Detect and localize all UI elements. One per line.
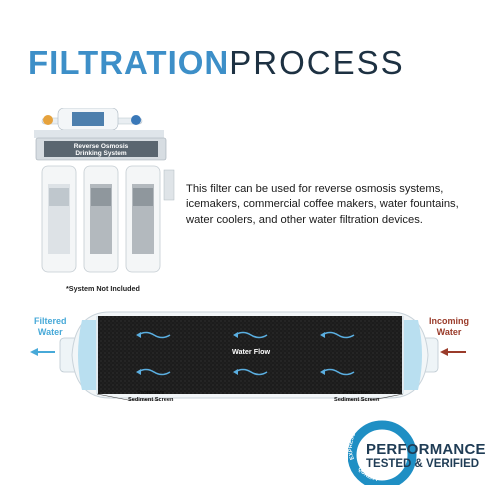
page-title: FILTRATIONPROCESS xyxy=(28,46,405,79)
filter-housing-3 xyxy=(125,165,161,273)
ro-system-image: Reverse Osmosis Drinking System xyxy=(34,108,175,273)
system-footnote: *System Not Included xyxy=(66,284,140,293)
filter-housing-1 xyxy=(41,165,77,273)
sediment-screen-label-left: Protective Sediment Screen xyxy=(128,390,173,404)
screen-left-line2: Sediment Screen xyxy=(128,397,174,403)
filter-cross-section xyxy=(30,311,466,401)
title-bold: FILTRATION xyxy=(28,44,230,81)
badge-ring xyxy=(348,420,417,485)
inlet-chamber xyxy=(402,320,422,390)
screen-leader-right xyxy=(340,393,404,401)
outlet-label-line1: Filtered xyxy=(34,316,67,326)
inlet-label-line2: Water xyxy=(436,327,462,337)
outlet-chamber xyxy=(78,320,98,390)
flow-arrows xyxy=(137,331,355,376)
outlet-label-line2: Water xyxy=(37,327,63,337)
title-light: PROCESS xyxy=(229,44,405,81)
performance-badge: EXPRESS WATER QUALITY xyxy=(348,416,417,485)
screen-right-line1: Protective xyxy=(343,390,371,396)
inlet-label-line1: Incoming xyxy=(429,316,469,326)
outlet-arrowhead xyxy=(30,348,38,356)
sediment-screen-label-right: Protective Sediment Screen xyxy=(334,390,379,404)
screen-left-line1: Protective xyxy=(137,390,165,396)
badge-subtitle: TESTED & VERIFIED xyxy=(366,458,480,470)
system-label-line1: Reverse Osmosis xyxy=(74,143,129,150)
badge-title: PERFORMANCE xyxy=(366,441,486,458)
system-label-line2: Drinking System xyxy=(75,150,127,157)
outlet-label: Filtered Water xyxy=(34,316,67,338)
screen-right-line2: Sediment Screen xyxy=(334,397,380,403)
screen-leader-left xyxy=(96,393,160,401)
inlet-arrowhead xyxy=(440,348,448,356)
product-description: This filter can be used for reverse osmo… xyxy=(186,183,459,226)
filter-housing-2 xyxy=(83,165,119,273)
carbon-block xyxy=(96,316,404,394)
flow-arrowheads xyxy=(136,332,325,375)
water-flow-label: Water Flow xyxy=(232,347,271,356)
inlet-label: Incoming Water xyxy=(429,316,469,338)
